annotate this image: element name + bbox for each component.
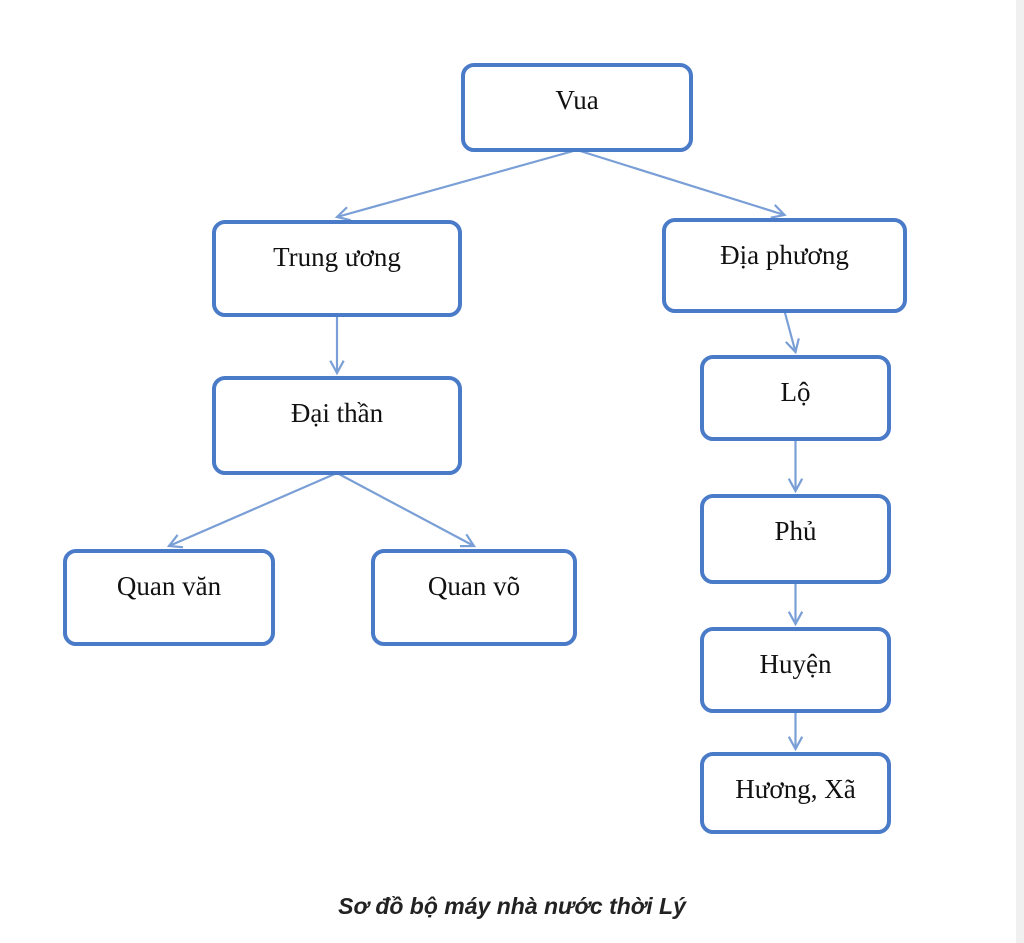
node-lo: Lộ [700, 355, 891, 441]
node-huyen: Huyện [700, 627, 891, 713]
page-edge-strip [1016, 0, 1024, 943]
node-quan-vo: Quan võ [371, 549, 577, 646]
connector-phu-to-huyen-arrowhead [787, 611, 804, 627]
node-dia-phuong-label: Địa phương [720, 240, 849, 270]
node-phu: Phủ [700, 494, 891, 584]
connector-trung-uong-to-dai-than-arrowhead [329, 360, 345, 376]
node-trung-uong: Trung ương [212, 220, 462, 317]
diagram-caption: Sơ đồ bộ máy nhà nước thời Lý [338, 893, 686, 919]
connector-dai-than-to-quan-van [168, 471, 338, 548]
node-vua: Vua [461, 63, 693, 152]
node-lo-label: Lộ [780, 377, 811, 407]
connector-huyen-to-huong-xa-arrowhead [787, 736, 804, 752]
connector-vua-to-trung-uong-arrowhead [334, 206, 351, 222]
connector-vua-to-dia-phuong [576, 148, 785, 217]
node-vua-label: Vua [555, 85, 599, 115]
node-dia-phuong: Địa phương [662, 218, 907, 313]
node-trung-uong-label: Trung ương [273, 242, 401, 272]
node-huong-xa-label: Hương, Xã [735, 774, 856, 804]
connector-dai-than-to-quan-van-arrowhead [166, 534, 184, 549]
connector-dia-phuong-to-lo [783, 310, 797, 353]
node-huong-xa: Hương, Xã [700, 752, 891, 834]
connector-lo-to-phu-arrowhead [787, 478, 804, 494]
node-phu-label: Phủ [774, 516, 817, 546]
connector-dai-than-to-quan-vo [336, 472, 475, 547]
connector-dai-than-to-quan-vo-arrowhead [459, 533, 477, 548]
node-dai-than-label: Đại thần [290, 398, 384, 428]
node-quan-vo-label: Quan võ [427, 571, 521, 601]
connector-vua-to-dia-phuong-arrowhead [770, 204, 787, 219]
node-quan-van: Quan văn [63, 549, 275, 646]
node-dai-than: Đại thần [212, 376, 462, 475]
node-quan-van-label: Quan văn [116, 571, 222, 601]
connector-dia-phuong-to-lo-arrowhead [785, 338, 800, 355]
connector-vua-to-trung-uong [336, 148, 578, 219]
node-huyen-label: Huyện [759, 649, 832, 679]
